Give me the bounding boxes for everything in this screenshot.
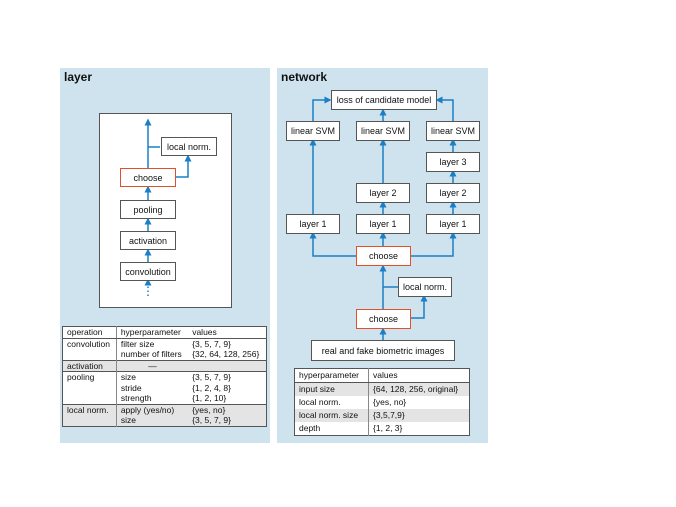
network-layer2-node-right: layer 2 [426, 183, 480, 203]
table-cell: {32, 64, 128, 256} [192, 349, 260, 359]
table-header-cell: hyperparameter [294, 368, 370, 383]
table-header-row: operation hyperparameter values [62, 326, 267, 339]
network-svm-node-2: linear SVM [356, 121, 410, 141]
table-row: input size {64, 128, 256, original} [294, 382, 470, 396]
table-row: stride {1, 2, 4, 8} [62, 382, 267, 393]
table-cell [62, 349, 117, 360]
table-cell: {1, 2, 3} [373, 423, 403, 433]
table-row: depth {1, 2, 3} [294, 422, 470, 436]
table-row: local norm. size {3,5,7,9} [294, 409, 470, 422]
layer-activation-node: activation [120, 231, 176, 250]
layer-hyperparameter-table: operation hyperparameter values convolut… [62, 326, 267, 427]
table-cell: {64, 128, 256, original} [368, 382, 470, 396]
table-cell: size [116, 415, 189, 426]
table-cell: number of filters [120, 349, 182, 359]
table-cell: input size [294, 382, 370, 396]
table-cell: local norm. [62, 403, 117, 415]
table-cell: {3, 5, 7, 9} [188, 415, 267, 426]
table-cell: {1, 2, 4, 8} [192, 382, 231, 393]
network-svm-node-1: linear SVM [286, 121, 340, 141]
table-cell: pooling [62, 371, 117, 383]
table-cell: depth [294, 422, 370, 436]
network-loss-node: loss of candidate model [331, 90, 437, 110]
network-choose-node-top: choose [356, 246, 411, 266]
table-header-cell: operation [62, 326, 117, 339]
table-cell: local norm. [294, 396, 370, 409]
network-local-norm-node: local norm. [398, 277, 452, 297]
table-cell [188, 359, 267, 372]
network-layer3-node: layer 3 [426, 152, 480, 172]
layer-convolution-node: convolution [120, 262, 176, 281]
network-choose-node-bottom: choose [356, 309, 411, 329]
table-cell: {yes, no} [188, 403, 267, 415]
table-cell [62, 393, 117, 404]
table-row: local norm. {yes, no} [294, 396, 470, 409]
table-cell: apply (yes/no) [116, 403, 189, 415]
table-cell: {yes, no} [373, 397, 407, 407]
table-header-cell: values [368, 368, 470, 383]
layer-choose-node: choose [120, 168, 176, 187]
table-cell: {1, 2, 10} [192, 393, 227, 403]
layer-pooling-node: pooling [120, 200, 176, 219]
network-hyperparameter-table: hyperparameter values input size {64, 12… [294, 368, 470, 436]
table-row: activation — [62, 359, 267, 372]
table-cell: {3,5,7,9} [368, 409, 470, 422]
table-cell: {3, 5, 7, 9} [188, 371, 267, 383]
table-row: strength {1, 2, 10} [62, 393, 267, 404]
table-cell: — [116, 359, 189, 372]
network-layer1-node-right: layer 1 [426, 214, 480, 234]
table-row: pooling size {3, 5, 7, 9} [62, 371, 267, 383]
table-cell: activation [62, 359, 117, 372]
table-cell [62, 382, 117, 393]
table-row: convolution filter size {3, 5, 7, 9} [62, 338, 267, 349]
table-cell: local norm. size [294, 409, 370, 422]
table-cell: convolution [62, 338, 117, 349]
table-cell [62, 415, 117, 426]
table-cell: size [116, 371, 189, 383]
table-cell: stride [120, 382, 142, 393]
table-cell: {3, 5, 7, 9} [192, 338, 231, 349]
layer-local-norm-node: local norm. [161, 137, 217, 156]
table-row: local norm. apply (yes/no) {yes, no} [62, 403, 267, 415]
table-row: number of filters {32, 64, 128, 256} [62, 349, 267, 360]
table-cell: strength [120, 393, 152, 403]
table-header-cell: hyperparameter [116, 326, 189, 339]
network-svm-node-3: linear SVM [426, 121, 480, 141]
network-layer2-node-middle: layer 2 [356, 183, 410, 203]
table-header-row: hyperparameter values [294, 368, 470, 383]
table-row: size {3, 5, 7, 9} [62, 415, 267, 426]
network-layer1-node-left: layer 1 [286, 214, 340, 234]
network-panel-title: network [281, 70, 328, 84]
network-input-node: real and fake biometric images [311, 340, 455, 361]
layer-panel-title: layer [64, 70, 93, 84]
table-header-cell: values [188, 326, 267, 339]
table-cell: filter size [120, 338, 155, 349]
network-layer1-node-middle: layer 1 [356, 214, 410, 234]
